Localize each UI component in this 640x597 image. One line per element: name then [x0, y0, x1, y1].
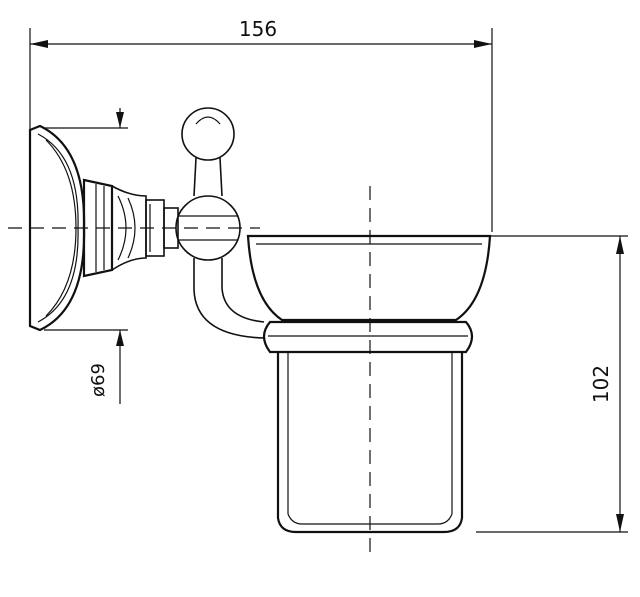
width-dimension: 156: [29, 17, 493, 232]
diameter-label: ø69: [88, 363, 109, 397]
holder-arm: [175, 107, 265, 339]
diameter-dimension: ø69: [44, 108, 128, 404]
bracket-collar: [82, 178, 179, 278]
holder-ring: [262, 320, 474, 354]
tumbler-body: [276, 352, 464, 534]
height-dimension: 102: [476, 235, 628, 533]
glass-cup: [246, 234, 492, 322]
width-label: 156: [239, 17, 277, 41]
height-label: 102: [589, 365, 613, 403]
